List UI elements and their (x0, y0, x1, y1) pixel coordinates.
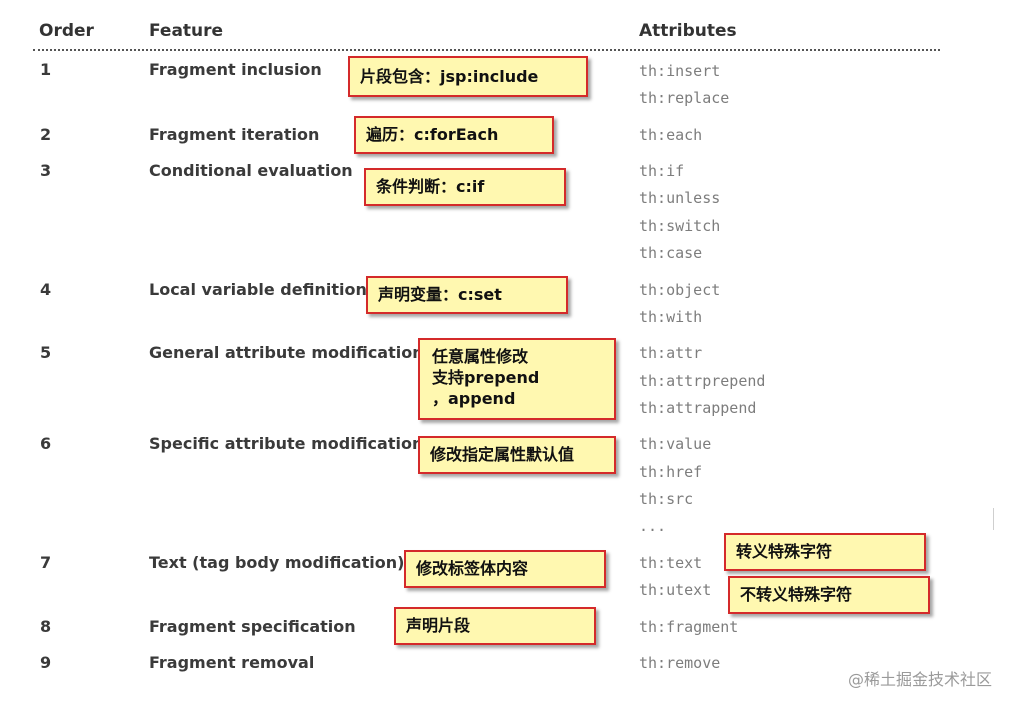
row-6-feature: Specific attribute modification (149, 434, 424, 453)
row-4-attr-2: th:with (639, 308, 703, 326)
header-feature: Feature (149, 21, 224, 41)
row-8-attr-1: th:fragment (639, 618, 739, 636)
row-1-attr-1: th:insert (639, 62, 721, 80)
note-local-variable: 声明变量：c:set (366, 276, 568, 314)
row-9-order: 9 (40, 653, 52, 672)
row-4-order: 4 (40, 280, 52, 299)
row-5-order: 5 (40, 343, 52, 362)
note-th-utext: 不转义特殊字符 (728, 576, 930, 614)
note-text-body: 修改标签体内容 (404, 550, 606, 588)
row-4-feature: Local variable definition (149, 280, 367, 299)
note-general-attribute-line-3: ，append (432, 389, 516, 408)
row-7-order: 7 (40, 553, 52, 572)
row-4-attr-1: th:object (639, 281, 721, 299)
row-5-attr-3: th:attrappend (639, 399, 757, 417)
row-1-feature: Fragment inclusion (149, 60, 322, 79)
note-specific-attribute: 修改指定属性默认值 (418, 436, 616, 474)
row-3-attr-4: th:case (639, 244, 703, 262)
note-general-attribute-line-2: 支持prepend (432, 368, 540, 387)
row-9-feature: Fragment removal (149, 653, 315, 672)
note-conditional-evaluation: 条件判断：c:if (364, 168, 566, 206)
row-2-feature: Fragment iteration (149, 125, 320, 144)
row-1-order: 1 (40, 60, 52, 79)
row-6-attr-3: th:src (639, 490, 694, 508)
row-6-attr-2: th:href (639, 463, 703, 481)
row-5-attr-2: th:attrprepend (639, 372, 766, 390)
note-general-attribute-line-1: 任意属性修改 (432, 347, 529, 366)
note-fragment-specification: 声明片段 (394, 607, 596, 645)
row-3-order: 3 (40, 161, 52, 180)
row-5-feature: General attribute modification (149, 343, 424, 362)
header-attributes: Attributes (639, 21, 737, 41)
note-th-text: 转义特殊字符 (724, 533, 926, 571)
row-7-attr-1: th:text (639, 554, 703, 572)
row-9-attr-1: th:remove (639, 654, 721, 672)
page-edge-mark (993, 508, 994, 530)
row-7-attr-2: th:utext (639, 581, 712, 599)
note-fragment-iteration: 遍历：c:forEach (354, 116, 554, 154)
row-3-attr-2: th:unless (639, 189, 721, 207)
row-5-attr-1: th:attr (639, 344, 703, 362)
row-8-order: 8 (40, 617, 52, 636)
row-3-attr-3: th:switch (639, 217, 721, 235)
row-2-order: 2 (40, 125, 52, 144)
watermark: @稀土掘金技术社区 (847, 670, 992, 689)
row-3-attr-1: th:if (639, 162, 685, 180)
row-6-attr-1: th:value (639, 435, 712, 453)
note-fragment-inclusion: 片段包含：jsp:include (348, 56, 588, 97)
row-6-attr-4: ... (639, 517, 667, 535)
row-1-attr-2: th:replace (639, 89, 730, 107)
row-6-order: 6 (40, 434, 52, 453)
row-8-feature: Fragment specification (149, 617, 356, 636)
note-general-attribute: 任意属性修改 支持prepend ，append (418, 338, 616, 420)
row-7-feature: Text (tag body modification) (149, 553, 405, 572)
row-2-attr-1: th:each (639, 126, 703, 144)
header-divider (33, 49, 940, 51)
row-3-feature: Conditional evaluation (149, 161, 353, 180)
header-order: Order (39, 21, 94, 41)
